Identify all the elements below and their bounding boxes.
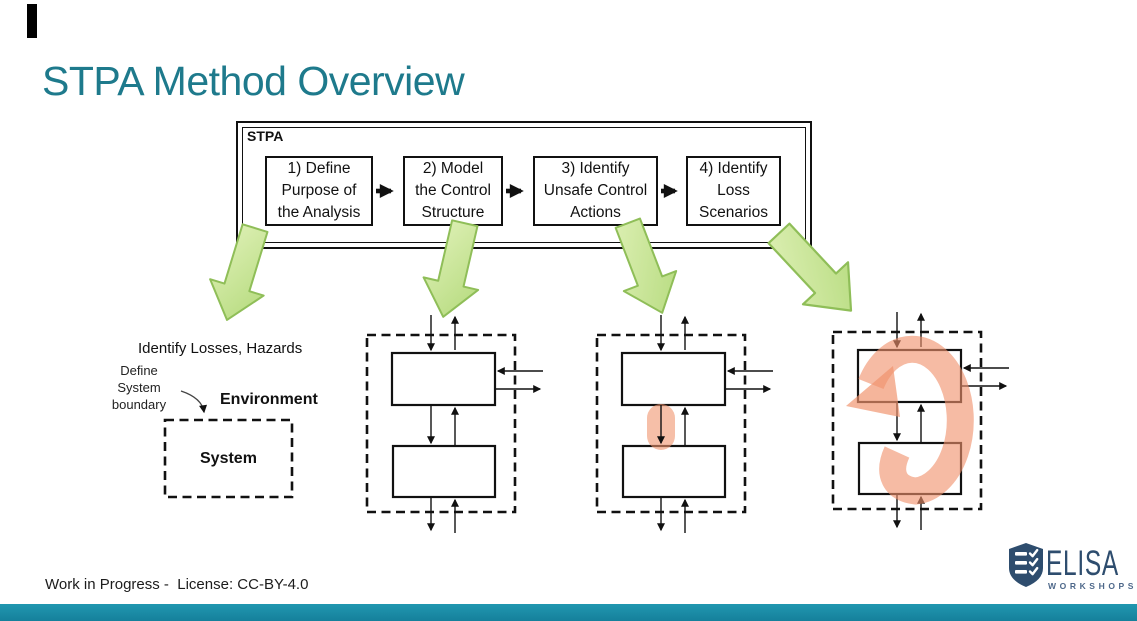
step-box-identify-uca: 3) Identify Unsafe Control Actions <box>533 156 658 226</box>
environment-label: Environment <box>220 391 318 408</box>
step-box-identify-loss-scenarios: 4) Identify Loss Scenarios <box>686 156 781 226</box>
feedback-loop-ribbon <box>846 335 974 505</box>
stpa-outer-box <box>236 121 812 249</box>
step-box-model-control-structure: 2) Model the Control Structure <box>403 156 503 226</box>
stpa-inner-box <box>242 127 806 243</box>
controller-box <box>390 351 497 407</box>
page-title: STPA Method Overview <box>42 58 465 104</box>
losses-hazards-caption: Identify Losses, Hazards <box>138 340 303 357</box>
logo-title: ELISA <box>1046 544 1119 583</box>
process-box <box>857 441 963 496</box>
cursor-artifact <box>27 4 37 38</box>
logo-subtitle: WORKSHOPS <box>1048 581 1137 591</box>
process-box <box>391 444 497 499</box>
boundary-callout-arrow <box>180 390 207 414</box>
boundary-note: Define System boundary <box>100 363 178 414</box>
controller-box <box>620 351 727 407</box>
control-boundary-box <box>365 333 517 514</box>
loop-ribbon-head <box>846 366 900 417</box>
control-boundary-box <box>595 333 747 514</box>
control-structure-diagram <box>831 312 1009 530</box>
boundary-note-line: boundary <box>111 396 167 412</box>
system-label: System <box>200 450 257 467</box>
boundary-note-line: Define <box>120 363 158 378</box>
controller-box <box>856 348 963 404</box>
unsafe-action-highlight <box>647 404 675 450</box>
control-boundary-box <box>831 330 983 511</box>
process-box <box>621 444 727 499</box>
step-box-define-purpose: 1) Define Purpose of the Analysis <box>265 156 373 226</box>
control-structure-diagram <box>595 315 773 533</box>
stpa-box-label: STPA <box>247 128 284 144</box>
footer-accent-bar <box>0 604 1137 621</box>
shield-checklist-icon <box>1009 543 1043 587</box>
boundary-note-line: System <box>117 379 161 395</box>
loop-ribbon-arc <box>858 335 974 505</box>
footer-license-text: Work in Progress - License: CC-BY-4.0 <box>45 576 309 593</box>
control-structure-diagram <box>365 315 543 533</box>
elisa-logo: ELISA WORKSHOPS <box>1008 543 1133 593</box>
